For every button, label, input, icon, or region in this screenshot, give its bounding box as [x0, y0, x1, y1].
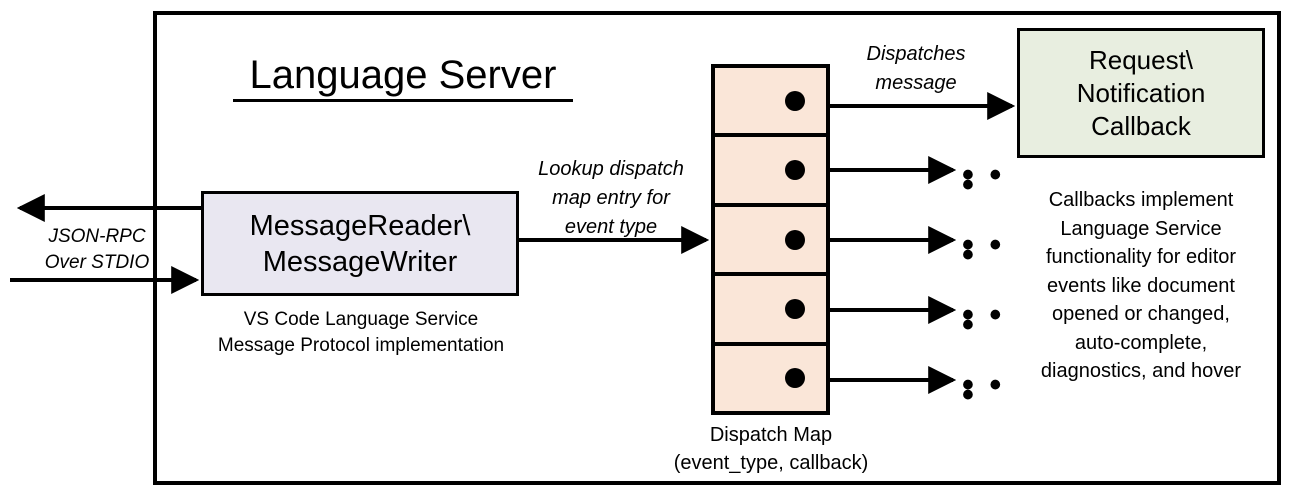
callback-box-caption-line3: functionality for editor [1045, 246, 1237, 268]
callback-box-title-line2: Notification [1076, 77, 1206, 108]
dispatch-map-row[interactable] [715, 137, 826, 207]
message-box-caption-line1: VS Code Language Service [243, 309, 479, 330]
dispatch-map-caption-line1: Dispatch Map [709, 424, 833, 446]
callback-dot-icon [785, 368, 805, 389]
edge-label-lookup-dispatch: Lookup dispatch map entry for event type [516, 155, 706, 242]
callback-dot-icon [785, 229, 805, 250]
callback-box-caption-line4: events like document [1047, 274, 1235, 297]
edge-label-jsonrpc-line2: Over STDIO [44, 252, 150, 273]
dispatch-map-row[interactable] [715, 68, 826, 138]
edge-label-jsonrpc: JSON-RPC Over STDIO [22, 224, 172, 276]
dispatch-row-5-ellipsis: • • • [962, 366, 1005, 414]
callback-box-title-line3: Callback [1091, 110, 1191, 141]
edge-label-lookup-line3: event type [564, 216, 658, 238]
dispatch-row-4-ellipsis: • • • [962, 296, 1005, 344]
callback-box-caption-line7: diagnostics, and hover [1040, 360, 1242, 382]
message-box-caption-line2: Message Protocol implementation [217, 335, 505, 356]
edge-label-dispatches-message: Dispatches message [836, 40, 996, 98]
callback-box-caption: Callbacks implement Language Service fun… [1012, 186, 1270, 386]
request-notification-callback-box[interactable]: Request\ Notification Callback [1017, 28, 1265, 158]
edge-label-lookup-line2: map entry for [552, 187, 670, 209]
edge-label-lookup-line1: Lookup dispatch [538, 158, 684, 180]
dispatch-map-row[interactable] [715, 207, 826, 277]
callback-dot-icon [785, 160, 805, 181]
edge-label-dispatches-line1: Dispatches [866, 43, 966, 65]
edge-label-dispatches-line2: message [875, 72, 957, 94]
message-box-caption: VS Code Language Service Message Protoco… [196, 307, 526, 359]
message-box-title-line1: MessageReader\ [249, 209, 471, 242]
message-box-title-line2: MessageWriter [262, 245, 458, 278]
language-server-boundary [153, 11, 1281, 485]
dispatch-map-row[interactable] [715, 346, 826, 411]
page-title: Language Server [233, 52, 573, 102]
callback-box-title-line1: Request\ [1088, 44, 1194, 75]
dispatch-row-3-ellipsis: • • • [962, 226, 1005, 274]
dispatch-map-caption-line2: (event_type, callback) [673, 452, 869, 474]
message-reader-writer-box[interactable]: MessageReader\ MessageWriter [201, 191, 519, 296]
dispatch-map-row[interactable] [715, 276, 826, 346]
dispatch-map-caption: Dispatch Map (event_type, callback) [640, 421, 902, 477]
callback-dot-icon [785, 298, 805, 319]
edge-label-jsonrpc-line1: JSON-RPC [48, 226, 146, 247]
dispatch-row-2-ellipsis: • • • [962, 156, 1005, 204]
dispatch-map-table[interactable] [711, 64, 830, 415]
callback-box-caption-line5: opened or changed, [1052, 303, 1230, 325]
callback-box-caption-line2: Language Service [1060, 217, 1222, 240]
callback-box-caption-line1: Callbacks implement [1048, 189, 1234, 211]
callback-dot-icon [785, 90, 805, 111]
callback-box-caption-line6: auto-complete, [1074, 331, 1208, 354]
